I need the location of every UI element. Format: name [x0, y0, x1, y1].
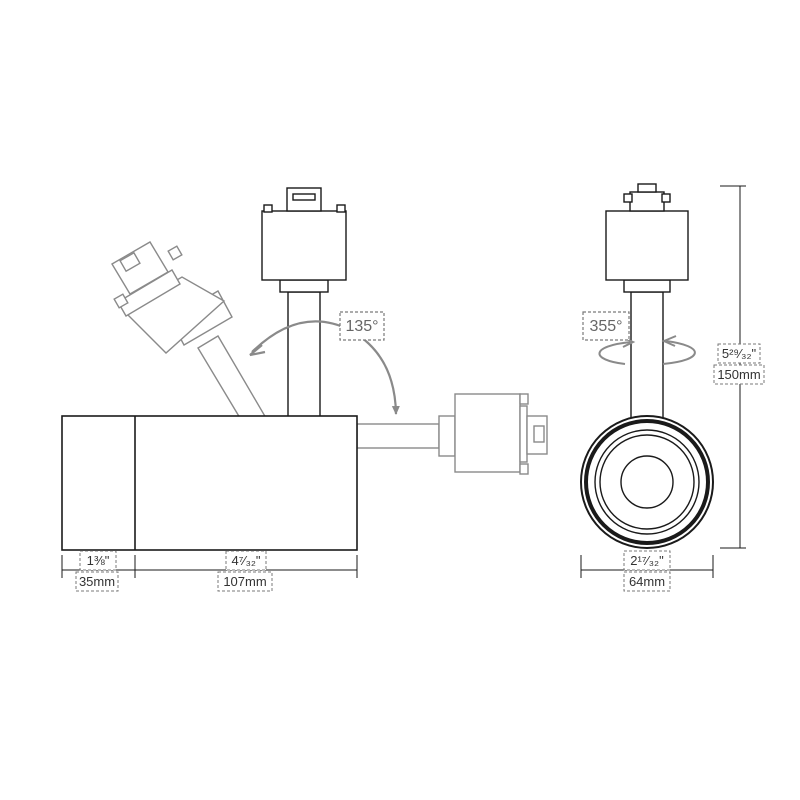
side-view: 135° 1⅜" 35mm 4⁷⁄₃₂" 107mm [61, 187, 548, 592]
front-adapter [605, 183, 689, 421]
tilt-angle-label: 135° [339, 311, 385, 341]
diameter-mm: 64mm [629, 574, 665, 589]
diameter-inches: 2¹⁷⁄₃₂" [630, 553, 664, 568]
front-lens-head [580, 415, 714, 549]
rotation-angle-text: 355° [589, 318, 622, 335]
tilted-adapter-ghost [111, 241, 268, 419]
body-length-inches: 4⁷⁄₃₂" [231, 553, 260, 568]
front-width-mm: 35mm [79, 574, 115, 589]
horizontal-adapter-ghost [356, 393, 548, 475]
tilt-angle-text: 135° [345, 318, 378, 335]
body-length-mm: 107mm [223, 574, 266, 589]
diameter-dimension: 2¹⁷⁄₃₂" 64mm [623, 550, 671, 592]
height-dimension: 5²⁹⁄₃₂" 150mm [713, 343, 765, 385]
height-inches: 5²⁹⁄₃₂" [722, 346, 757, 361]
light-body [61, 415, 358, 551]
height-mm: 150mm [717, 367, 760, 382]
upright-adapter [261, 187, 347, 421]
body-length-dimension: 4⁷⁄₃₂" 107mm [217, 550, 273, 592]
rotation-angle-label: 355° [582, 311, 630, 341]
front-view: 355° 5²⁹⁄₃₂" 150mm 2¹⁷⁄₃₂" 64mm [580, 183, 765, 592]
front-width-dimension: 1⅜" 35mm [75, 550, 119, 592]
tilt-arc-start-arrow [249, 344, 266, 357]
front-width-inches: 1⅜" [87, 553, 110, 568]
